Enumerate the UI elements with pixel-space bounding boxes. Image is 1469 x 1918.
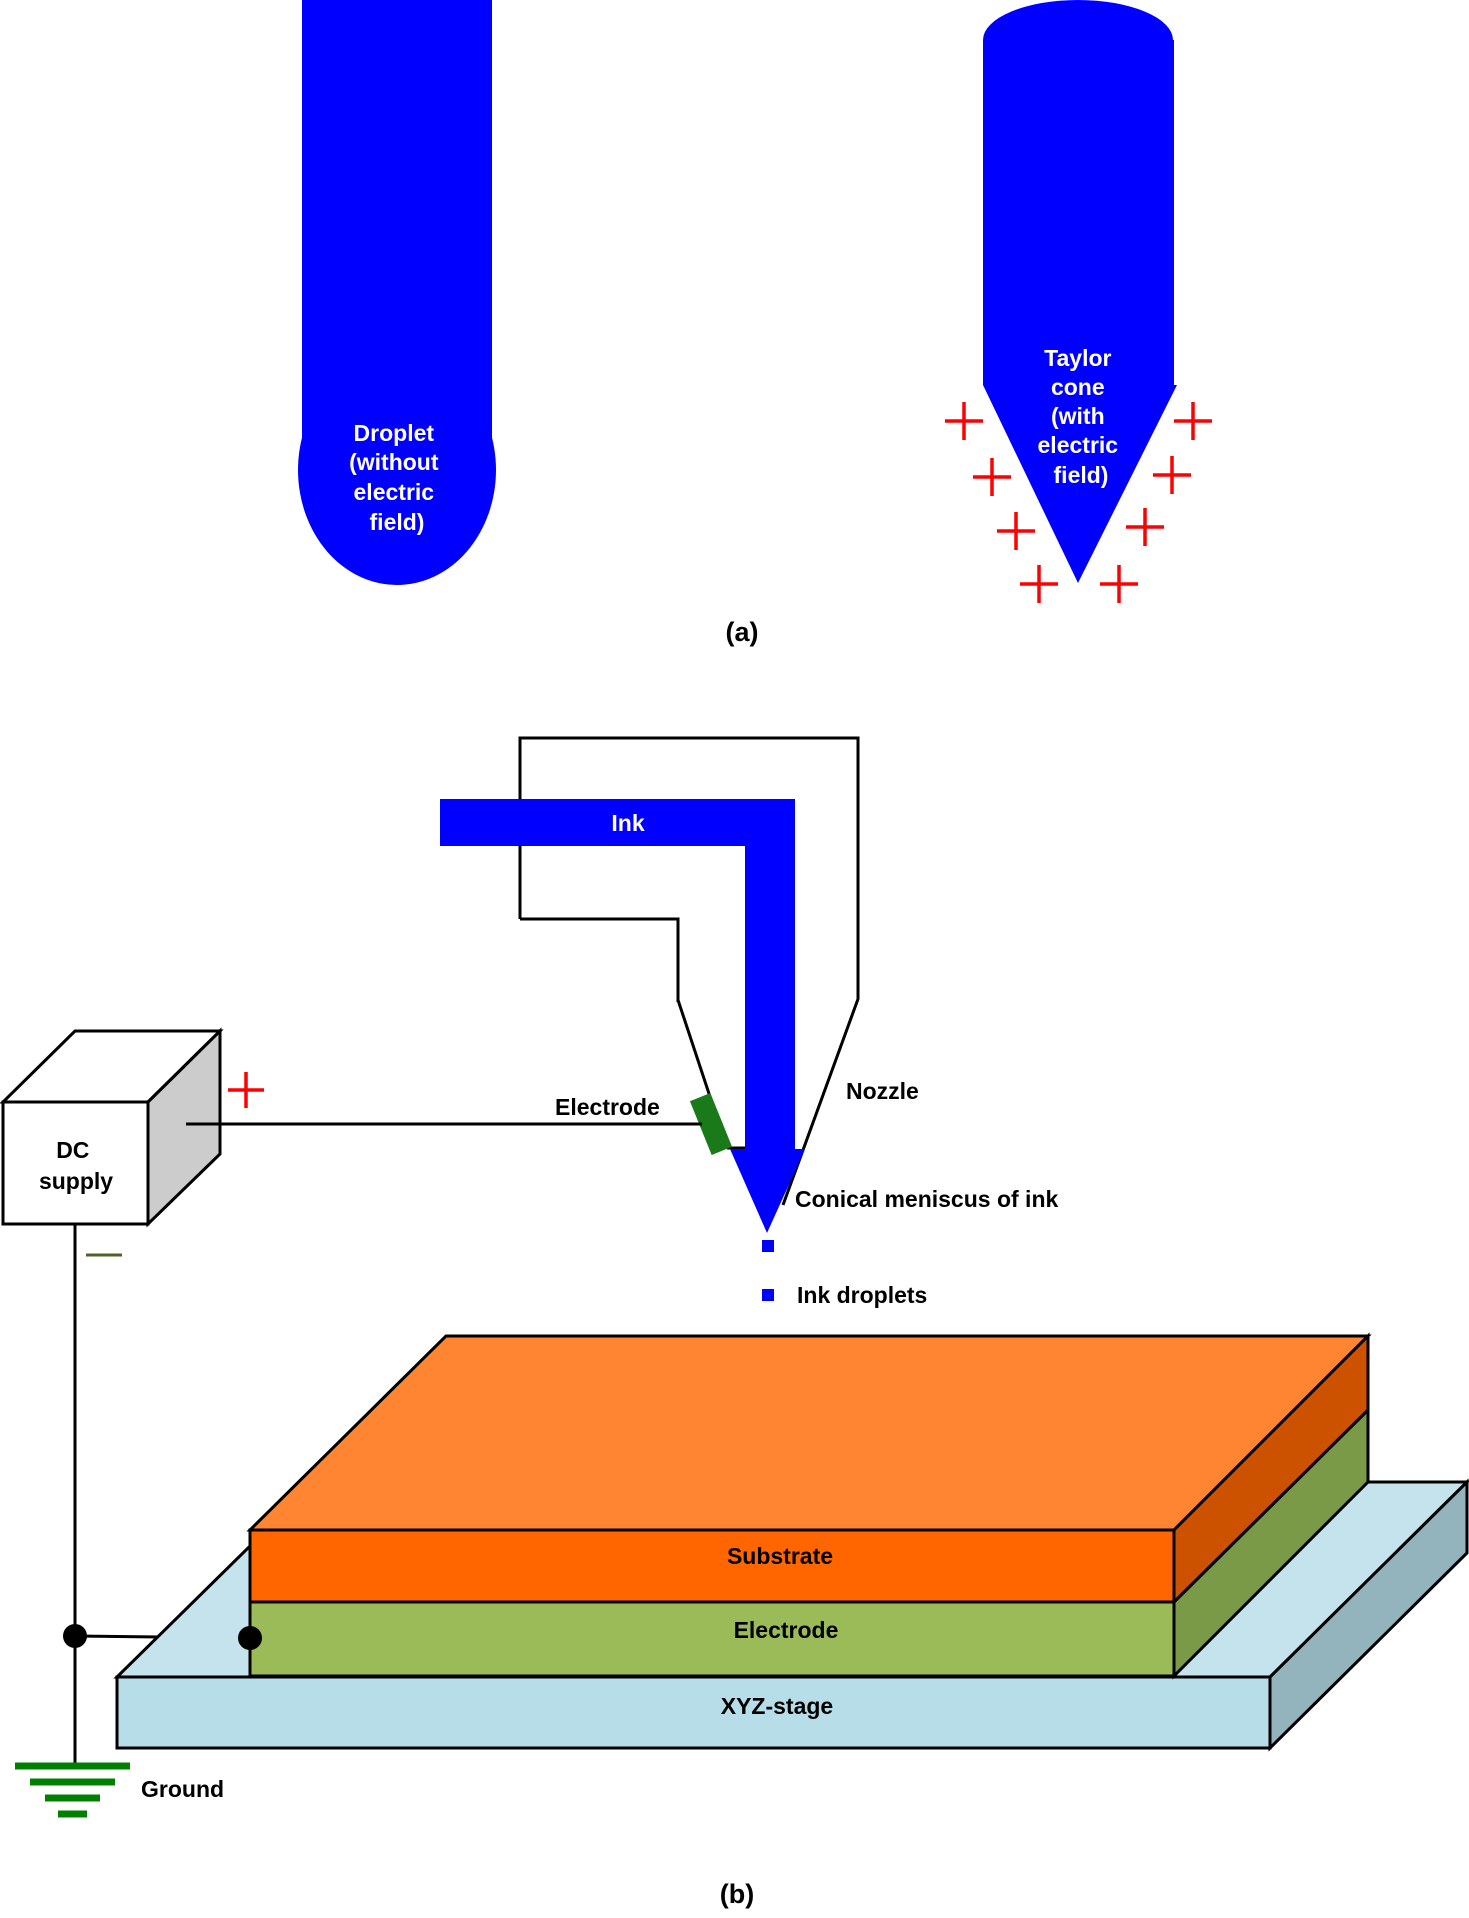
taylor-cone-label: Taylor cone (with electric field) bbox=[1038, 345, 1125, 488]
ink-channel bbox=[440, 799, 805, 1233]
panel-b: Ink Nozzle Electrode Conical meniscus of… bbox=[0, 736, 1469, 1909]
caption-b: (b) bbox=[720, 1879, 754, 1909]
ink-droplet bbox=[762, 1289, 774, 1301]
electrode-label: Electrode bbox=[555, 1094, 660, 1120]
xyz-stage-label: XYZ-stage bbox=[721, 1693, 833, 1719]
plus-charge-icon bbox=[1020, 565, 1058, 603]
bottom-electrode-layer bbox=[248, 1406, 1370, 1680]
substrate-label: Substrate bbox=[727, 1543, 833, 1569]
substrate-layer bbox=[246, 1332, 1372, 1606]
ink-droplets-label: Ink droplets bbox=[797, 1282, 927, 1308]
ground-label: Ground bbox=[141, 1776, 224, 1802]
bottom-electrode-label: Electrode bbox=[734, 1617, 839, 1643]
plus-charge-icon bbox=[1100, 565, 1138, 603]
plus-charge-icon bbox=[1174, 402, 1212, 440]
nozzle-electrode bbox=[689, 1092, 733, 1156]
junction-dot-icon bbox=[238, 1626, 262, 1650]
plus-charge-icons bbox=[945, 402, 1212, 603]
ink-label: Ink bbox=[611, 810, 644, 836]
caption-a: (a) bbox=[726, 617, 759, 647]
nozzle-label: Nozzle bbox=[846, 1078, 919, 1104]
plus-charge-icon bbox=[1126, 508, 1164, 546]
taylor-cone-shape bbox=[983, 0, 1177, 583]
ink-droplet bbox=[762, 1240, 774, 1252]
dc-supply-label: DC supply bbox=[39, 1137, 113, 1194]
meniscus-label: Conical meniscus of ink bbox=[795, 1186, 1058, 1212]
plus-charge-icon bbox=[997, 512, 1035, 550]
ground-icon bbox=[15, 1762, 130, 1818]
droplet-label: Droplet (without electric field) bbox=[349, 420, 445, 535]
junction-dot-icon bbox=[63, 1624, 87, 1648]
panel-a: Droplet (without electric field) Taylor … bbox=[298, 0, 1212, 647]
dc-supply-box bbox=[0, 1027, 224, 1228]
droplet-shape bbox=[298, 0, 496, 585]
plus-charge-icon bbox=[228, 1072, 264, 1108]
plus-charge-icon bbox=[1153, 456, 1191, 494]
plus-charge-icon bbox=[973, 458, 1011, 496]
plus-charge-icon bbox=[945, 402, 983, 440]
